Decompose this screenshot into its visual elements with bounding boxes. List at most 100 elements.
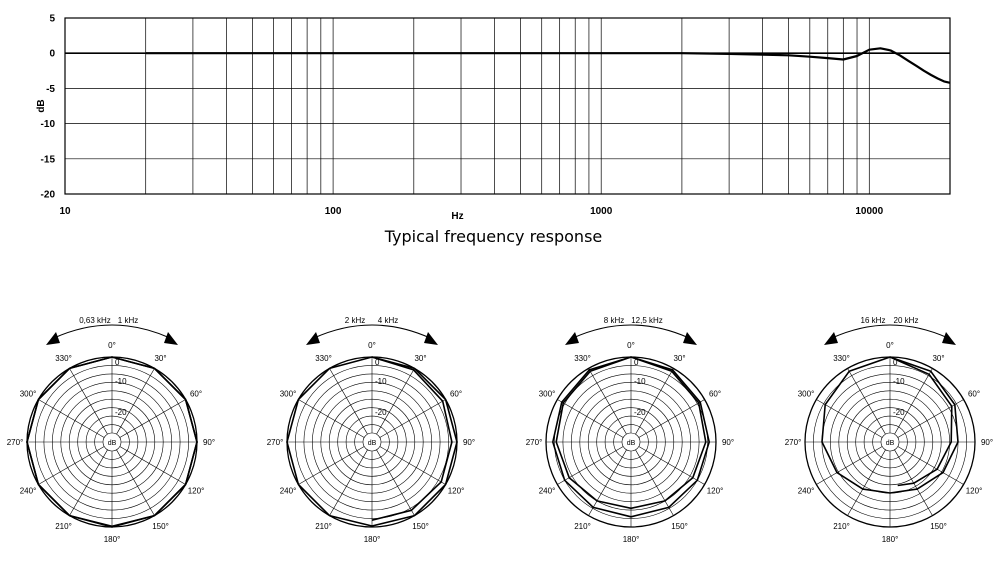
radial-label: -10: [893, 377, 905, 386]
angle-label: 270°: [526, 438, 543, 447]
angle-label: 0°: [368, 341, 376, 350]
polar-chart: 0°30°60°90°120°150°180°210°240°270°300°3…: [526, 316, 734, 544]
polar-spoke: [557, 446, 624, 485]
polar-spoke: [638, 399, 705, 438]
angle-label: 90°: [463, 438, 475, 447]
radial-label: -20: [634, 408, 646, 417]
polar-spoke: [38, 446, 105, 485]
polar-series: [552, 356, 710, 518]
angle-label: 330°: [55, 354, 72, 363]
radial-label: -20: [375, 408, 387, 417]
angle-label: 150°: [152, 522, 169, 531]
angle-label: 150°: [930, 522, 947, 531]
polar-spoke: [588, 368, 627, 435]
polar-spoke: [298, 446, 365, 485]
polar-spoke: [638, 446, 705, 485]
range-arrow: [313, 324, 431, 339]
angle-label: 90°: [981, 438, 993, 447]
arrow-head-left: [46, 332, 60, 345]
radial-label: dB: [108, 440, 117, 447]
polar-spoke: [119, 446, 186, 485]
arrow-head-right: [164, 332, 178, 345]
x-axis-label: Hz: [451, 211, 463, 222]
y-tick-label: 5: [49, 14, 55, 25]
polar-spoke: [119, 399, 186, 438]
x-tick-label: 10: [59, 206, 71, 217]
angle-label: 120°: [707, 487, 724, 496]
x-tick-label: 100: [325, 206, 342, 217]
angle-label: 300°: [20, 390, 37, 399]
angle-label: 240°: [20, 487, 37, 496]
angle-label: 90°: [722, 438, 734, 447]
angle-label: 30°: [932, 354, 944, 363]
angle-label: 180°: [623, 535, 640, 544]
radial-label: dB: [627, 440, 636, 447]
angle-label: 210°: [833, 522, 850, 531]
y-axis-label: dB: [36, 99, 47, 112]
polar-spoke: [379, 446, 446, 485]
polar-spoke: [847, 368, 886, 435]
arrow-head-right: [424, 332, 438, 345]
radial-label: 0: [375, 358, 380, 367]
angle-label: 30°: [673, 354, 685, 363]
polar-series: [371, 356, 453, 521]
angle-label: 30°: [414, 354, 426, 363]
angle-label: 0°: [886, 341, 894, 350]
y-tick-label: 0: [49, 49, 55, 60]
radial-label: -20: [115, 408, 127, 417]
polar-spoke: [69, 449, 108, 516]
polar-series: [555, 356, 707, 510]
y-tick-label: -20: [41, 190, 56, 201]
frequency-label: 1 kHz: [118, 316, 138, 325]
polar-charts: 0° 30° 60° 90° 120° 150° 180° 210° 240° 270° 300° 3…: [7, 316, 993, 544]
angle-label: 60°: [968, 390, 980, 399]
chart-title: Typical frequency response: [384, 227, 603, 246]
angle-label: 0°: [627, 341, 635, 350]
angle-label: 240°: [798, 487, 815, 496]
angle-label: 30°: [154, 354, 166, 363]
angle-label: 330°: [833, 354, 850, 363]
response-curve: [145, 47, 951, 84]
angle-label: 90°: [203, 438, 215, 447]
polar-spoke: [847, 449, 886, 516]
radial-label: -10: [375, 377, 387, 386]
frequency-label: 16 kHz: [861, 316, 886, 325]
polar-spoke: [897, 446, 964, 485]
polar-spoke: [816, 399, 883, 438]
polar-spoke: [816, 446, 883, 485]
arrow-head-left: [306, 332, 320, 345]
angle-label: 60°: [190, 390, 202, 399]
angle-label: 120°: [188, 487, 205, 496]
polar-spoke: [635, 368, 674, 435]
plot-frame: [64, 17, 951, 195]
polar-series: [286, 356, 458, 527]
angle-label: 210°: [574, 522, 591, 531]
angle-label: 180°: [882, 535, 899, 544]
frequency-label: 8 kHz: [604, 316, 624, 325]
y-tick-label: -5: [46, 84, 55, 95]
x-tick-label: 10000: [855, 206, 883, 217]
polar-spoke: [635, 449, 674, 516]
frequency-label: 4 kHz: [378, 316, 398, 325]
frequency-label: 2 kHz: [345, 316, 365, 325]
radial-label: 0: [893, 358, 898, 367]
polar-spoke: [379, 399, 446, 438]
polar-spoke: [376, 368, 415, 435]
polar-spoke: [38, 399, 105, 438]
polar-chart: 0°30°60°90°120°150°180°210°240°270°300°3…: [267, 316, 475, 544]
range-arrow: [831, 324, 949, 339]
angle-label: 210°: [315, 522, 332, 531]
frequency-label: 0,63 kHz: [79, 316, 111, 325]
polar-spoke: [894, 368, 933, 435]
range-arrow: [53, 324, 171, 339]
polar-spoke: [298, 399, 365, 438]
angle-label: 210°: [55, 522, 72, 531]
polar-series: [889, 356, 953, 487]
range-arrow: [572, 324, 690, 339]
angle-label: 300°: [539, 390, 556, 399]
y-tick-label: -10: [41, 119, 56, 130]
angle-label: 270°: [267, 438, 284, 447]
angle-label: 270°: [785, 438, 802, 447]
